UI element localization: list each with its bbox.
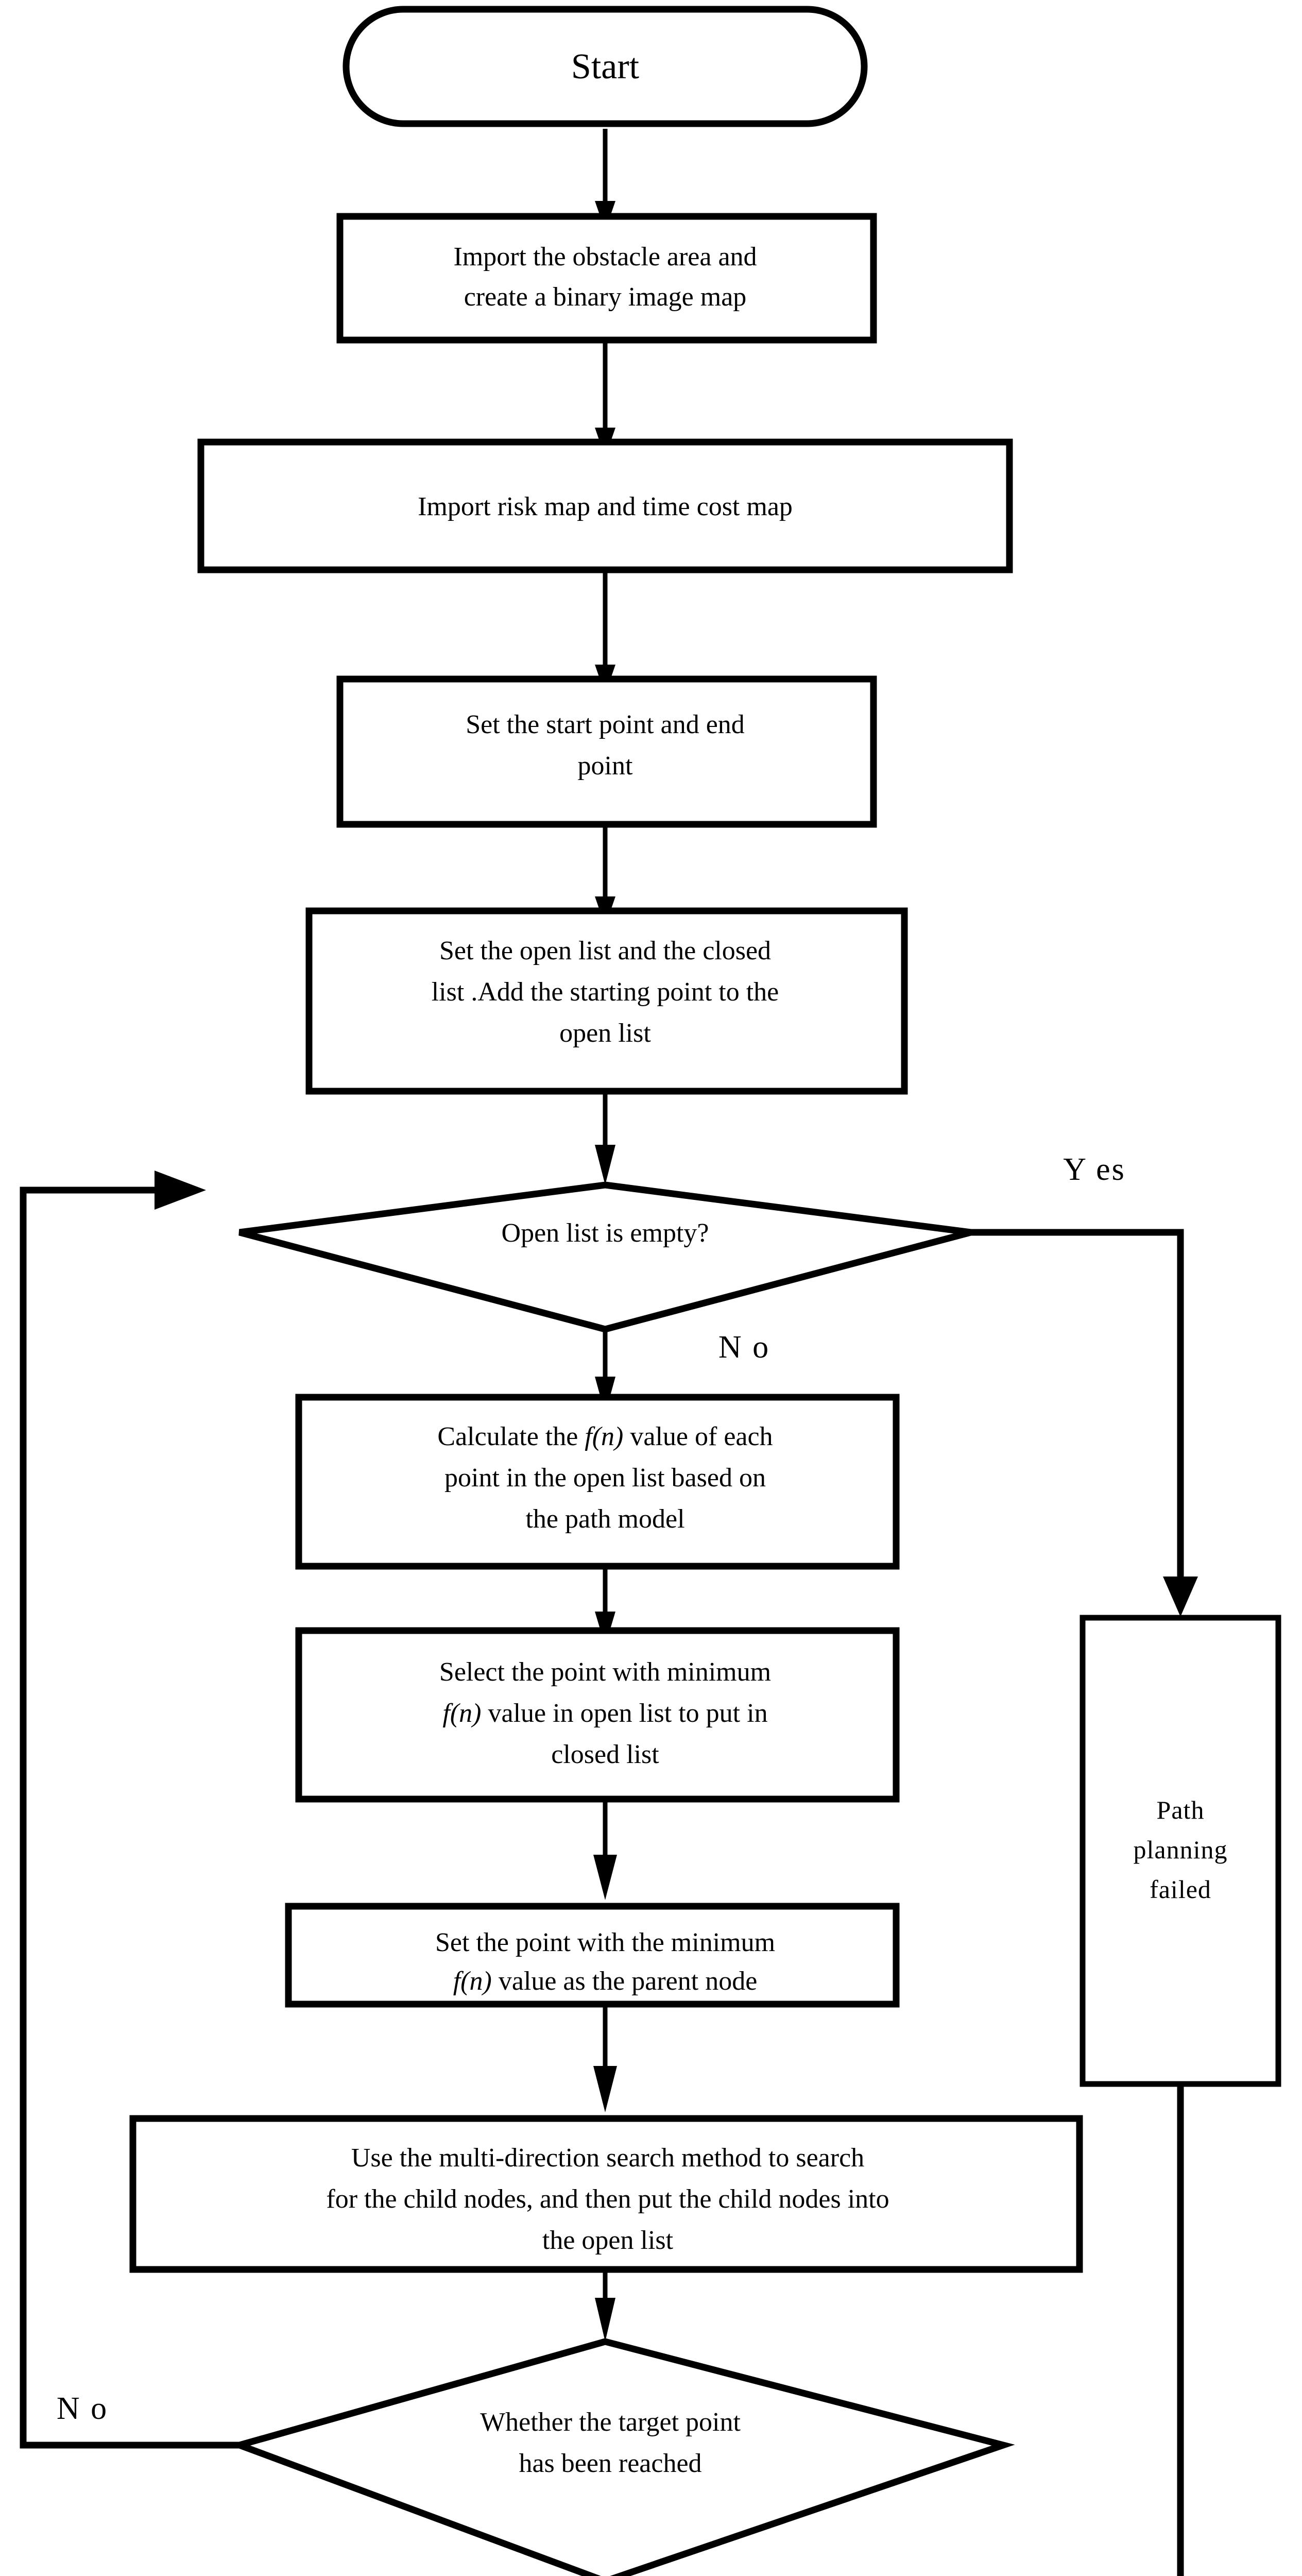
node-select-min[interactable]: Select the point with minimum f(n) value… [295, 1627, 900, 1803]
node-target-reached[interactable]: Whether the target point has been reache… [229, 2338, 1015, 2576]
node-target-reached-line-1: Whether the target point [480, 2408, 741, 2437]
node-calculate-fn-line-1b: value of each [623, 1422, 773, 1451]
edge-label-no-bottom: N o [57, 2391, 108, 2426]
node-path-failed[interactable]: Path planning failed [1080, 1615, 1281, 2087]
node-calculate-fn-math: f(n) [585, 1422, 623, 1451]
node-select-min-math: f(n) [442, 1699, 481, 1728]
node-calculate-fn-line-1a: Calculate the [437, 1422, 585, 1451]
node-open-list-empty[interactable]: Open list is empty? [238, 1181, 972, 1333]
node-set-points-line-1: Set the start point and end [466, 710, 745, 739]
node-path-failed-line-3: failed [1150, 1875, 1211, 1904]
node-path-failed-line-2: planning [1134, 1835, 1228, 1864]
node-set-lists[interactable]: Set the open list and the closed list .A… [305, 907, 908, 1095]
node-calculate-fn-line-2: point in the open list based on [444, 1463, 766, 1493]
node-calculate-fn-line-3: the path model [525, 1504, 684, 1534]
node-calculate-fn[interactable]: Calculate the f(n) value of each point i… [295, 1394, 900, 1570]
edge-set-parent-to-multi-search [593, 2004, 617, 2112]
node-set-parent-math: f(n) [453, 1967, 492, 1996]
node-import-obstacle[interactable]: Import the obstacle area and create a bi… [336, 213, 877, 344]
node-import-maps[interactable]: Import risk map and time cost map [197, 438, 1013, 573]
edge-select-min-to-set-parent [593, 1799, 617, 1900]
node-select-min-line-2b: value in open list to put in [482, 1699, 768, 1728]
node-set-lists-line-2: list .Add the starting point to the [432, 977, 779, 1007]
edge-multi-search-to-target-reached [595, 2269, 615, 2342]
node-set-parent[interactable]: Set the point with the minimum f(n) valu… [285, 1903, 900, 2008]
node-calculate-fn-line-1: Calculate the f(n) value of each [437, 1422, 773, 1451]
edge-set-lists-to-open-list-empty [595, 1091, 615, 1185]
node-multi-search-line-3: the open list [542, 2226, 674, 2255]
node-import-maps-line-1: Import risk map and time cost map [418, 492, 793, 521]
edge-target-reached-no-loop [20, 1171, 239, 2449]
node-set-parent-line-1: Set the point with the minimum [435, 1928, 775, 1957]
node-open-list-empty-label: Open list is empty? [502, 1218, 709, 1248]
node-start-label: Start [571, 47, 640, 87]
node-set-parent-line-2: f(n) value as the parent node [453, 1967, 758, 1996]
node-import-obstacle-line-1: Import the obstacle area and [453, 242, 757, 272]
node-target-reached-line-2: has been reached [519, 2449, 701, 2478]
edge-path-failed-to-end [1177, 2084, 1184, 2576]
node-multi-search-line-2: for the child nodes, and then put the ch… [326, 2184, 889, 2214]
node-select-min-line-3: closed list [551, 1740, 659, 1769]
node-set-parent-line-2b: value as the parent node [492, 1967, 757, 1996]
node-select-min-line-1: Select the point with minimum [439, 1657, 771, 1687]
node-path-failed-line-1: Path [1157, 1795, 1205, 1824]
node-set-lists-line-1: Set the open list and the closed [439, 936, 771, 965]
node-start[interactable]: Start [342, 6, 868, 127]
node-multi-search[interactable]: Use the multi-direction search method to… [129, 2115, 1083, 2273]
node-set-lists-line-3: open list [559, 1019, 651, 1048]
node-set-points-line-2: point [578, 751, 633, 781]
edge-open-list-empty-yes-to-path-failed [971, 1229, 1198, 1617]
edge-label-yes-top: Y es [1063, 1152, 1126, 1187]
node-import-obstacle-line-2: create a binary image map [464, 282, 747, 312]
node-select-min-line-2: f(n) value in open list to put in [442, 1699, 767, 1728]
edge-label-no-top: N o [718, 1330, 770, 1365]
node-multi-search-line-1: Use the multi-direction search method to… [351, 2143, 864, 2173]
node-set-points[interactable]: Set the start point and end point [336, 675, 877, 828]
